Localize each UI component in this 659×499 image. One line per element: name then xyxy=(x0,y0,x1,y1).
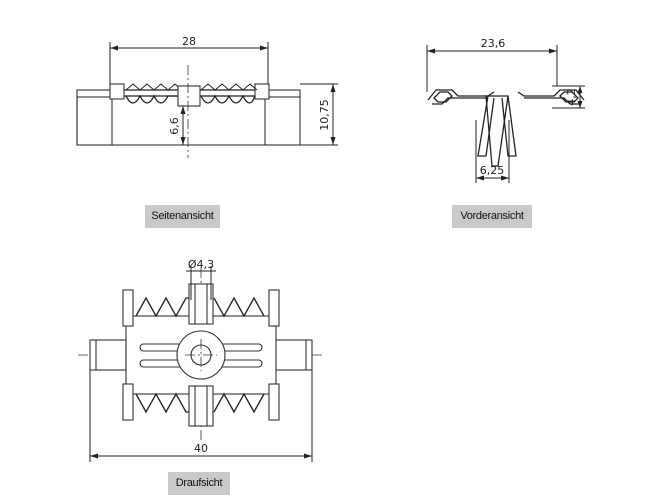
top-left-tab xyxy=(89,339,127,371)
top-post-tl xyxy=(122,289,134,327)
top-right-tab xyxy=(275,339,313,371)
front-left-wing xyxy=(427,89,495,101)
dim-front-leg: 6,25 xyxy=(480,164,505,177)
dim-front-height: 4,2 xyxy=(565,88,578,106)
dim-top-diameter: Ø4,3 xyxy=(188,258,214,271)
top-post-center-upper xyxy=(188,283,214,325)
side-view: 28 10,75 6,6 xyxy=(76,35,338,158)
side-teeth xyxy=(125,94,256,104)
front-view: 23,6 4,2 6,25 xyxy=(426,37,585,183)
top-teeth-lower xyxy=(135,392,265,414)
side-view-label: Seitenansicht xyxy=(145,205,220,228)
side-left-cap xyxy=(109,83,125,100)
top-post-bl xyxy=(122,383,134,421)
dim-side-depth: 6,6 xyxy=(168,117,181,135)
top-post-center-lower xyxy=(188,385,214,427)
side-center-boss xyxy=(177,85,201,107)
front-leg-right xyxy=(501,95,517,157)
dim-side-width: 28 xyxy=(182,35,196,48)
side-right-block xyxy=(264,89,301,146)
dim-front-width: 23,6 xyxy=(481,37,506,50)
top-view-label: Draufsicht xyxy=(168,472,230,495)
top-teeth-upper xyxy=(135,296,265,318)
front-leg-left xyxy=(477,95,495,157)
top-view: Ø4,3 40 xyxy=(78,258,322,462)
side-left-block xyxy=(76,89,113,146)
top-post-br xyxy=(268,383,280,421)
top-post-tr xyxy=(268,289,280,327)
dim-side-height: 10,75 xyxy=(318,99,331,131)
front-right-wing xyxy=(517,89,585,101)
side-right-cap xyxy=(254,83,270,100)
front-view-label: Vorderansicht xyxy=(452,205,532,228)
dim-top-length: 40 xyxy=(194,442,208,455)
